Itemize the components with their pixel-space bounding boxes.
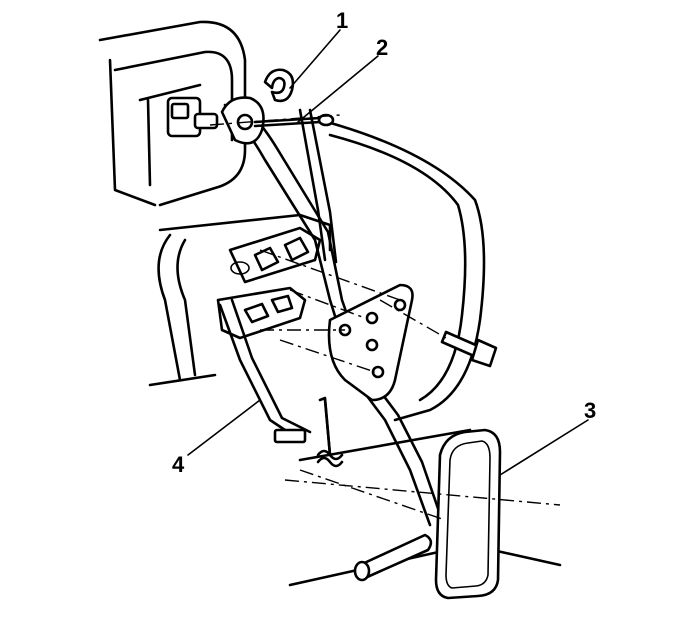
alignment-lines [209,114,561,521]
brake-light-switch [166,96,219,138]
pedal-pad [434,428,502,600]
callout-2: 2 [376,35,388,60]
dash-panel [98,20,247,207]
leader-lines [187,29,589,476]
lower-pivot-pin [353,533,433,582]
retaining-clip [263,68,295,103]
mounting-bolt [440,330,498,368]
lower-bracket [216,286,307,340]
callout-1: 1 [336,8,348,33]
callout-4: 4 [172,452,185,477]
pushrod [218,298,312,444]
callout-3: 3 [584,398,596,423]
upper-mount-bracket [228,226,322,284]
pedal-mounting-plate [327,283,414,402]
pedal-bracket-shell [148,118,486,422]
